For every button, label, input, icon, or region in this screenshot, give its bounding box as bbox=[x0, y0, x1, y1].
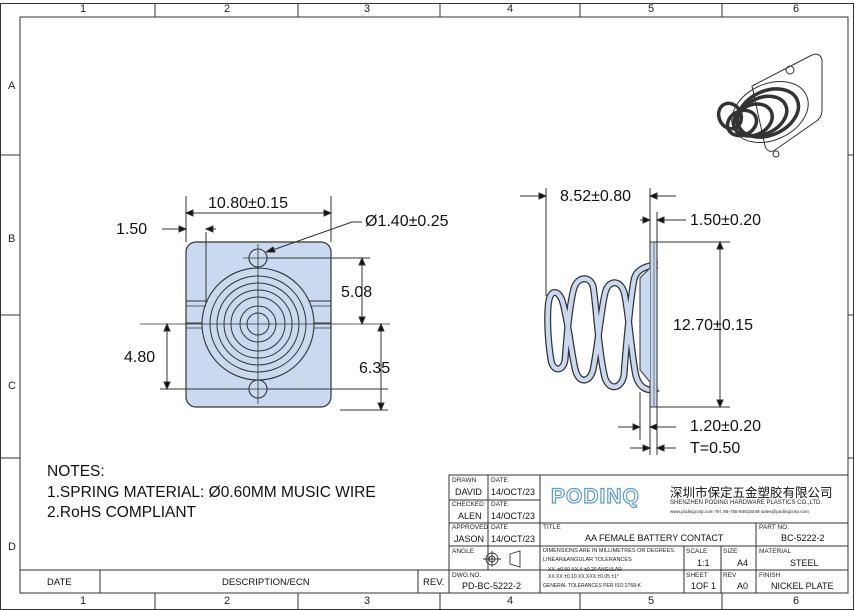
checked-date: 14/OCT/23 bbox=[491, 511, 536, 521]
zone-col-1-bottom: 1 bbox=[80, 595, 87, 607]
drawing-title: AA FEMALE BATTERY CONTACT bbox=[585, 533, 724, 543]
approved-by: JASON bbox=[454, 534, 485, 544]
zone-row-c: C bbox=[8, 380, 16, 392]
tolerance-line-2: LINEAR&ANGULAR TOLERANCES bbox=[543, 557, 632, 563]
company-name-cn: 深圳市保定五金塑胶有限公司 bbox=[670, 485, 833, 500]
iso-view bbox=[716, 53, 823, 158]
checked-label: CHECKED bbox=[452, 501, 484, 508]
dim-front-width: 10.80±0.15 bbox=[208, 195, 288, 212]
part-label: PART NO. bbox=[759, 524, 789, 531]
zone-col-2-bottom: 2 bbox=[224, 595, 231, 607]
note-line-2: 2.RoHS COMPLIANT bbox=[47, 504, 197, 521]
dim-upper-offset: 5.08 bbox=[341, 284, 373, 301]
zone-col-5-bottom: 5 bbox=[648, 595, 655, 607]
zone-row-b: B bbox=[8, 233, 16, 245]
rev-label: REV bbox=[723, 572, 737, 579]
checked-date-label: DATE bbox=[491, 501, 508, 508]
projection-symbol-icon bbox=[483, 550, 521, 568]
approved-date: 14/OCT/23 bbox=[491, 534, 536, 544]
tolerance-row-1: XX. ±0.50 XX.X ±0.20 ANGULAR bbox=[548, 567, 622, 573]
notes-heading: NOTES: bbox=[47, 463, 105, 480]
tolerance-row-2: XX.XX ±0.10 XX.XXX ±0.05 ±1° bbox=[548, 574, 619, 580]
company-name-en: SHENZHEN PODING HARDWARE PLASTICS CO.,LT… bbox=[670, 500, 823, 506]
scale-value: 1:1 bbox=[697, 558, 710, 568]
sheet-value: 1OF 1 bbox=[691, 581, 717, 591]
front-view bbox=[140, 241, 390, 408]
dwg-number: PD-BC-5222-2 bbox=[462, 581, 522, 591]
material-value: STEEL bbox=[790, 558, 819, 568]
finish-value: NICKEL PLATE bbox=[771, 581, 834, 591]
dim-plate-top: 1.50±0.20 bbox=[690, 212, 762, 229]
side-view bbox=[544, 241, 660, 408]
zone-col-4: 4 bbox=[507, 3, 514, 15]
tolerance-line-1: DIMENSIONS ARE IN MILLIMETRES OR DEGREES… bbox=[543, 548, 676, 554]
checked-by: ALEN bbox=[458, 511, 482, 521]
note-line-1: 1.SPRING MATERIAL: Ø0.60MM MUSIC WIRE bbox=[47, 484, 376, 501]
title-label: TITLE bbox=[543, 524, 561, 531]
dim-left-offset: 4.80 bbox=[124, 349, 156, 366]
zone-row-d: D bbox=[8, 541, 16, 553]
front-dimensions bbox=[160, 196, 388, 412]
dim-plate-bottom: 1.20±0.20 bbox=[690, 418, 762, 435]
size-label: SIZE bbox=[723, 548, 738, 555]
zone-col-1: 1 bbox=[80, 3, 87, 15]
finish-label: FINISH bbox=[759, 572, 781, 579]
sheet-label: SHEET bbox=[686, 572, 708, 579]
dim-hole-diameter: Ø1.40±0.25 bbox=[365, 213, 449, 230]
rev-value: A0 bbox=[737, 581, 749, 591]
company-logo: PODINQ bbox=[550, 484, 640, 508]
drawn-date-label: DATE bbox=[491, 477, 508, 484]
rev-col-rev: REV. bbox=[423, 577, 445, 588]
plate-edge bbox=[649, 241, 658, 408]
zone-col-6: 6 bbox=[793, 3, 800, 15]
zone-row-a: A bbox=[8, 80, 16, 92]
dim-lower-offset: 6.35 bbox=[359, 360, 391, 377]
drawn-label: DRAWN bbox=[452, 477, 477, 484]
part-number: BC-5222-2 bbox=[781, 533, 825, 543]
rev-col-description: DESCRIPTION/ECN bbox=[222, 577, 310, 588]
zone-ticks bbox=[0, 3, 854, 609]
approved-date-label: DATE bbox=[491, 524, 508, 531]
side-dimensions bbox=[520, 188, 730, 455]
company-contact: www.podingcorp.com Tel. 86-755-84615449 … bbox=[670, 509, 809, 514]
dim-plate-height: 12.70±0.15 bbox=[673, 317, 753, 334]
approved-label: APPROVED bbox=[452, 524, 489, 531]
dim-spring-length: 8.52±0.80 bbox=[560, 188, 632, 205]
zone-col-4-bottom: 4 bbox=[507, 595, 514, 607]
zone-col-6-bottom: 6 bbox=[793, 595, 800, 607]
dim-front-edge: 1.50 bbox=[116, 221, 148, 238]
material-label: MATERIAL bbox=[759, 548, 792, 555]
tolerance-line-3: GENERAL TOLERANCES PER ISO 2768-K bbox=[543, 583, 642, 589]
angle-label: ANGLE bbox=[452, 548, 475, 555]
rev-col-date: DATE bbox=[47, 577, 72, 588]
zone-col-3-bottom: 3 bbox=[364, 595, 371, 607]
zone-col-2: 2 bbox=[224, 3, 231, 15]
drawn-by: DAVID bbox=[455, 487, 482, 497]
scale-label: SCALE bbox=[686, 548, 708, 555]
drawn-date: 14/OCT/23 bbox=[491, 487, 536, 497]
inner-border bbox=[19, 16, 849, 594]
zone-col-3: 3 bbox=[364, 3, 371, 15]
zone-col-5: 5 bbox=[648, 3, 655, 15]
dim-thickness: T=0.50 bbox=[690, 440, 741, 457]
dwg-label: DWG.NO. bbox=[452, 572, 482, 579]
size-value: A4 bbox=[737, 558, 749, 568]
